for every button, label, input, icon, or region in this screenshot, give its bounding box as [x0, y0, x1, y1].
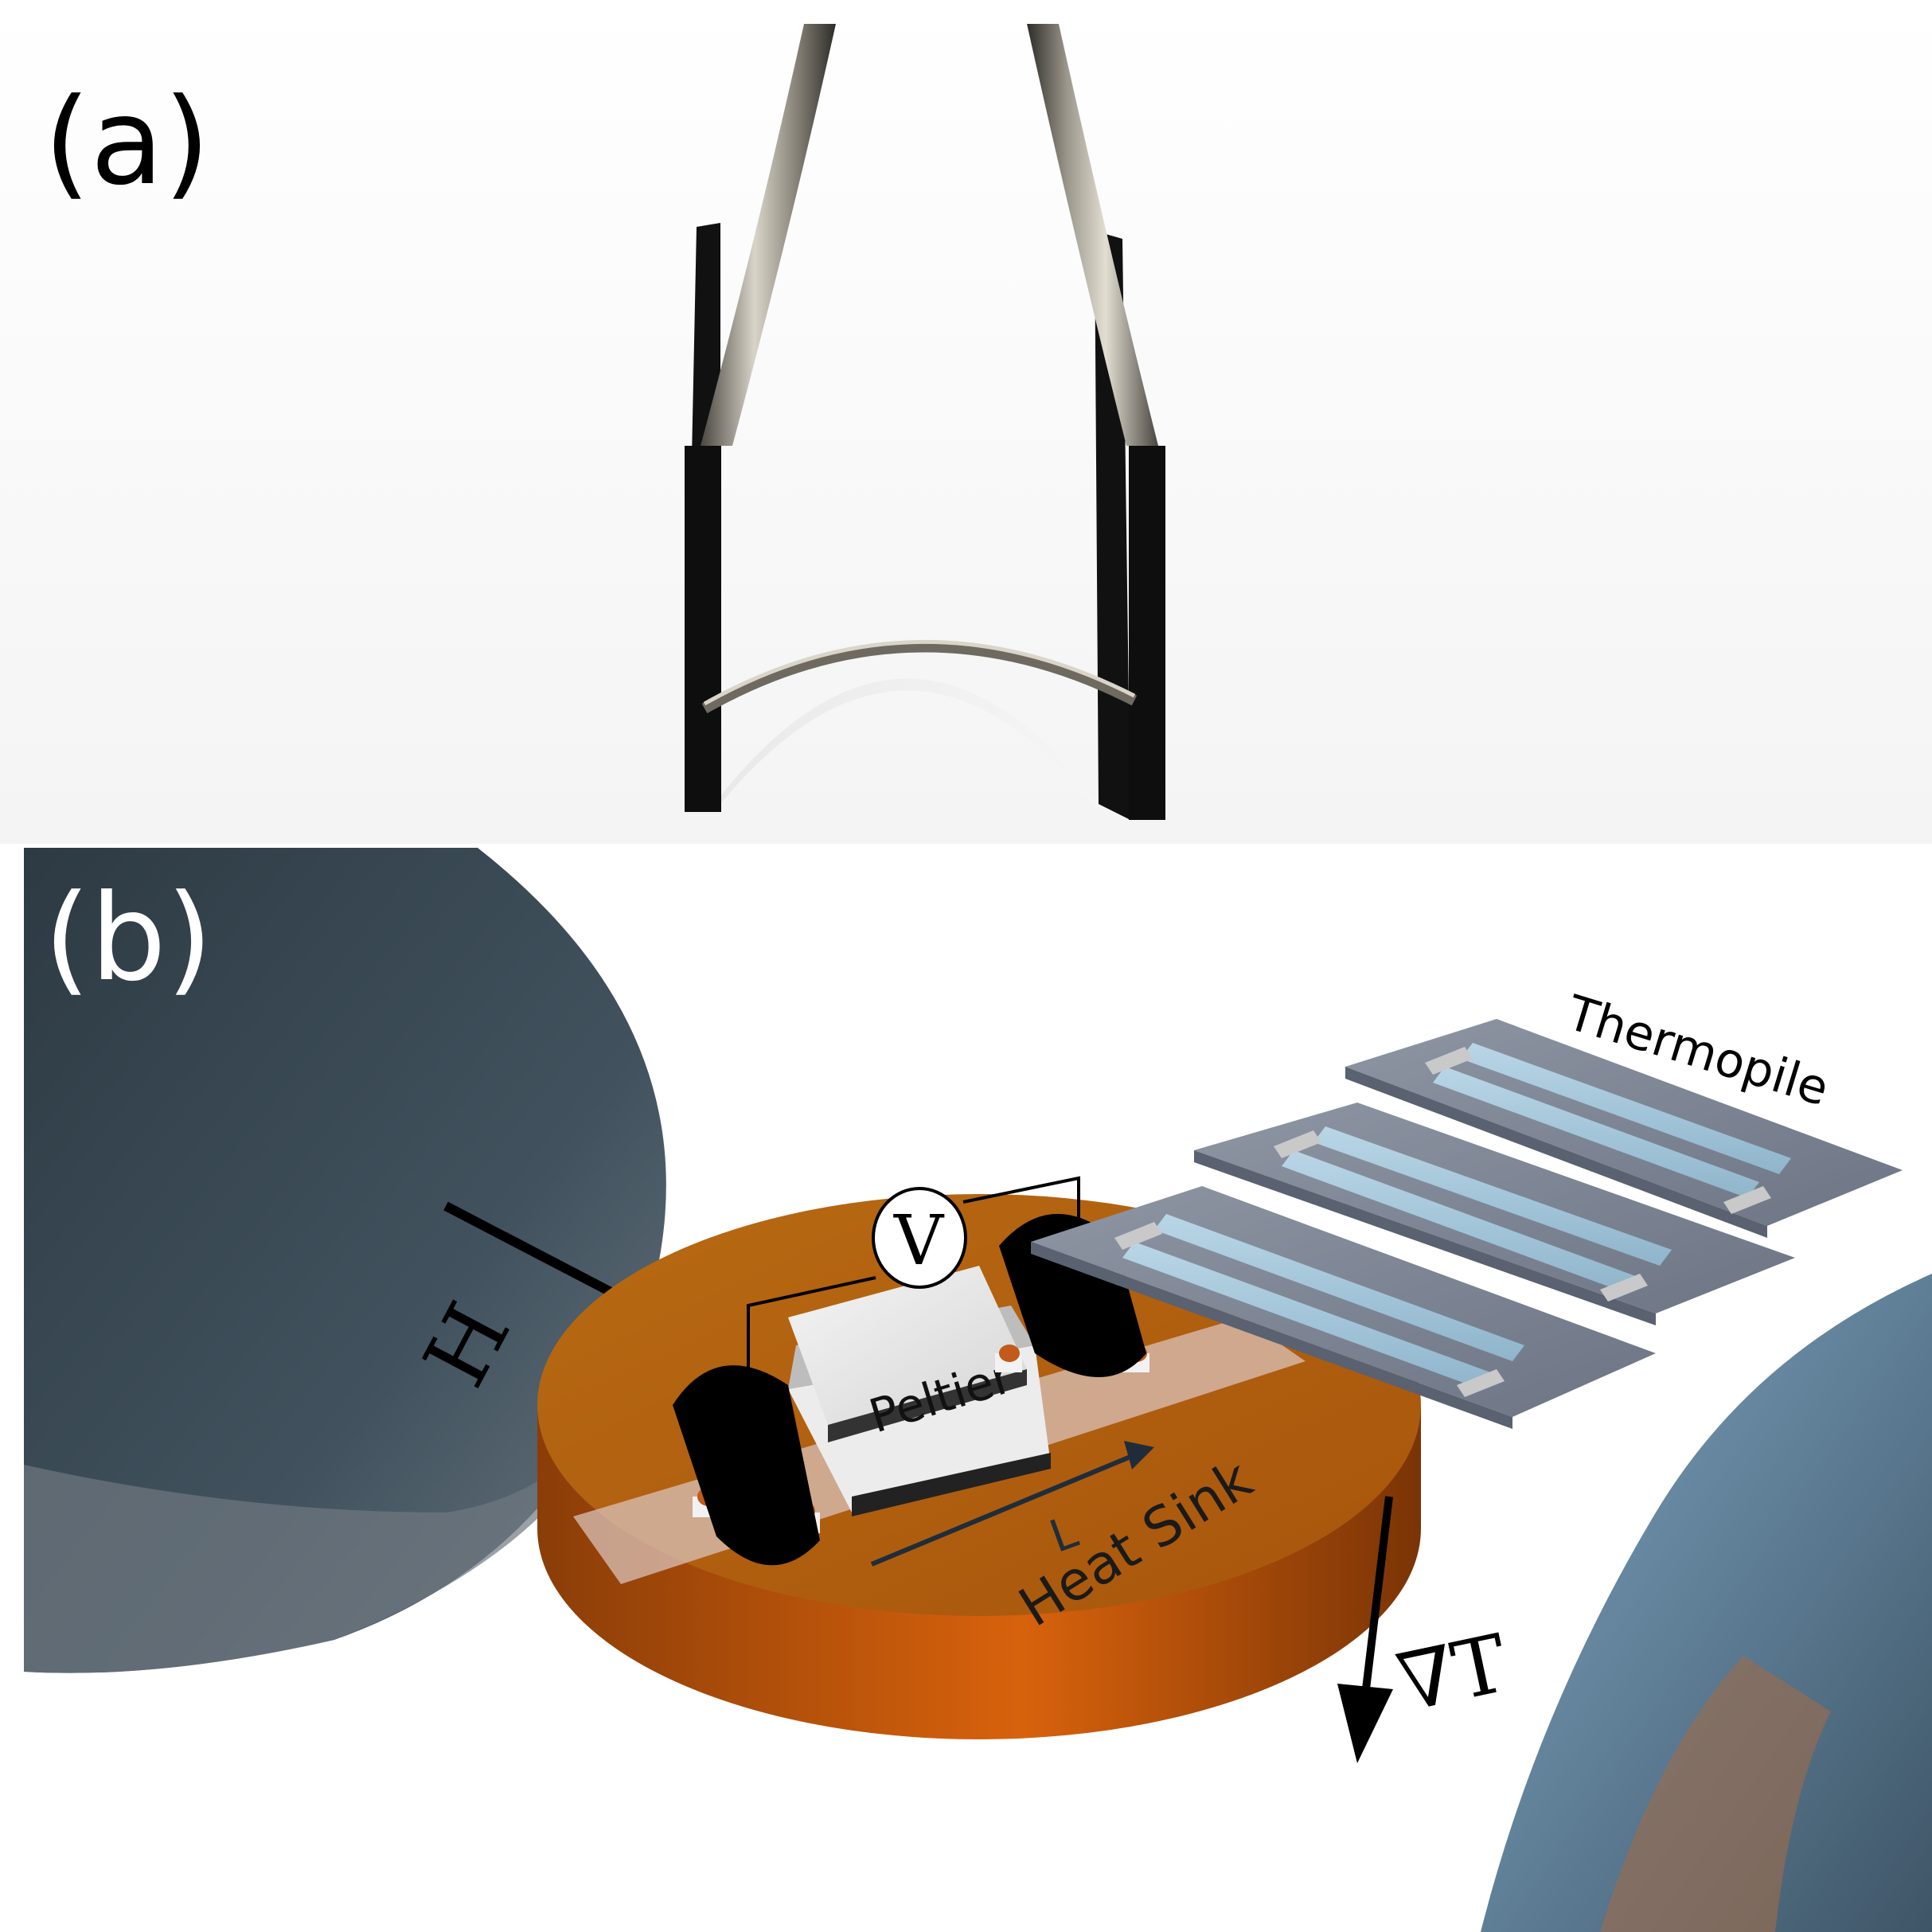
magnet-pole-right [1481, 1274, 1932, 1932]
thermopile-array: Thermopile [1031, 985, 1903, 1429]
length-arrow [870, 1441, 1154, 1567]
thermopile-plate [1031, 1186, 1656, 1429]
panel-a-label: (a) [44, 73, 210, 212]
voltmeter-label: V [893, 1201, 945, 1281]
clip-left [673, 1365, 820, 1566]
panel-b: (b) H Heat Sink Peltier L [24, 848, 1932, 1932]
thermopile-plate [1345, 1019, 1903, 1238]
flexible-film-sample [701, 641, 1138, 714]
panel-a-background [0, 0, 1932, 844]
thermopile-plate [1194, 1103, 1795, 1325]
magnet-pole-left [24, 848, 666, 1673]
tweezer-arm-right [1027, 24, 1158, 446]
voltmeter-icon [872, 1187, 967, 1289]
panel-a: (a) [0, 0, 1932, 844]
tweezer-arm-left [701, 24, 836, 446]
gradient-arrow [1337, 1496, 1393, 1763]
voltmeter-circuit: V [747, 1176, 1080, 1373]
peltier-module: Peltier [788, 1266, 1051, 1516]
gradient-label: ∇T [1390, 1617, 1516, 1731]
panel-b-label: (b) [44, 869, 213, 1008]
